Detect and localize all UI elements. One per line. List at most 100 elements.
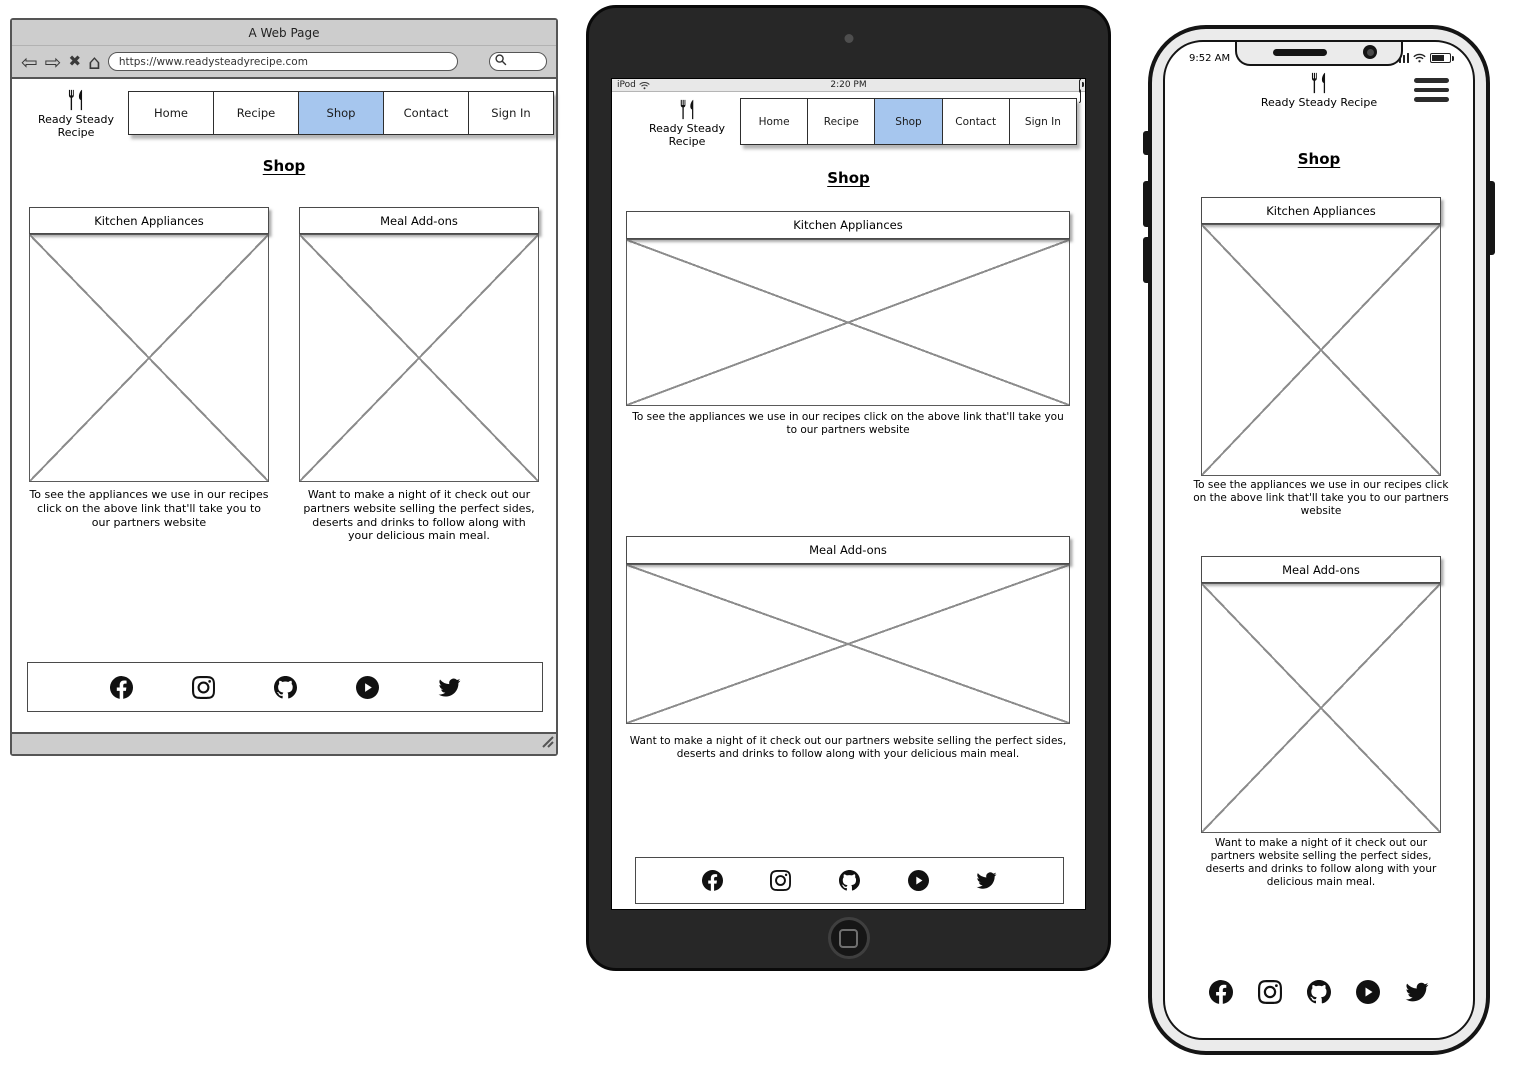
tab-signin[interactable]: Sign In: [1008, 99, 1077, 144]
battery-icon: [1430, 53, 1454, 63]
close-icon[interactable]: ✖: [68, 52, 82, 70]
appliances-caption: To see the appliances we use in our reci…: [29, 488, 269, 529]
forward-icon[interactable]: ⇨: [44, 49, 62, 74]
fork-knife-icon: [68, 89, 83, 111]
phone-volume-down-button[interactable]: [1143, 237, 1149, 283]
tab-home[interactable]: Home: [129, 92, 213, 134]
addons-title: Meal Add-ons: [380, 213, 458, 228]
tab-signin[interactable]: Sign In: [468, 92, 553, 134]
appliances-link[interactable]: Kitchen Appliances: [1201, 197, 1441, 224]
tablet-home-button[interactable]: [827, 917, 870, 959]
fork-knife-icon: [1311, 72, 1326, 94]
phone-power-button[interactable]: [1489, 181, 1495, 255]
github-icon[interactable]: [1307, 980, 1331, 1004]
tab-label: Home: [154, 106, 188, 120]
youtube-icon[interactable]: [1356, 980, 1380, 1004]
tablet-screen: iPod 2:20 PM Ready Steady Recipe Home Re…: [611, 78, 1086, 910]
appliances-caption: To see the appliances we use in our reci…: [632, 411, 1064, 437]
addons-image-placeholder[interactable]: [626, 564, 1070, 724]
brand-name: Ready Steady Recipe: [1260, 96, 1378, 109]
tablet-mockup: iPod 2:20 PM Ready Steady Recipe Home Re…: [586, 5, 1111, 971]
youtube-icon[interactable]: [907, 870, 929, 891]
phone-status-icons: [1394, 53, 1454, 63]
appliances-caption: To see the appliances we use in our reci…: [1193, 479, 1449, 518]
addons-caption: Want to make a night of it check out our…: [1205, 837, 1437, 889]
main-nav: Home Recipe Shop Contact Sign In: [128, 91, 554, 135]
addons-title: Meal Add-ons: [1282, 562, 1360, 577]
tab-shop[interactable]: Shop: [298, 92, 383, 134]
tab-label: Sign In: [491, 106, 531, 120]
appliances-link[interactable]: Kitchen Appliances: [29, 207, 269, 234]
tab-contact[interactable]: Contact: [383, 92, 468, 134]
tablet-camera-icon: [844, 34, 853, 43]
url-input[interactable]: https://www.readysteadyrecipe.com: [107, 52, 458, 71]
twitter-icon[interactable]: [976, 870, 997, 891]
appliances-image-placeholder[interactable]: [1201, 224, 1441, 476]
youtube-icon[interactable]: [355, 675, 379, 699]
desktop-page-body: Ready Steady Recipe Home Recipe Shop Con…: [12, 79, 556, 732]
github-icon[interactable]: [273, 675, 297, 699]
addons-caption: Want to make a night of it check out our…: [629, 735, 1067, 761]
appliances-link[interactable]: Kitchen Appliances: [626, 211, 1070, 239]
addons-image-placeholder[interactable]: [299, 234, 539, 482]
social-links-bar: [1209, 980, 1429, 1004]
brand-logo[interactable]: Ready Steady Recipe: [1165, 72, 1473, 109]
tab-recipe[interactable]: Recipe: [213, 92, 298, 134]
phone-volume-up-button[interactable]: [1143, 181, 1149, 227]
addons-link[interactable]: Meal Add-ons: [1201, 556, 1441, 583]
twitter-icon[interactable]: [438, 676, 461, 699]
wifi-icon: [1413, 53, 1426, 63]
addons-link[interactable]: Meal Add-ons: [626, 536, 1070, 564]
window-titlebar[interactable]: A Web Page: [12, 20, 556, 46]
instagram-icon[interactable]: [770, 870, 792, 891]
social-links-bar: [635, 857, 1064, 904]
search-input[interactable]: [489, 52, 547, 71]
twitter-icon[interactable]: [1405, 980, 1429, 1004]
phone-notch: [1235, 42, 1403, 66]
instagram-icon[interactable]: [1258, 980, 1282, 1004]
github-icon[interactable]: [838, 870, 860, 891]
brand-logo[interactable]: Ready Steady Recipe: [632, 99, 742, 148]
desktop-browser-window: A Web Page ⇦ ⇨ ✖ ⌂ https://www.readystea…: [10, 18, 558, 756]
search-icon: [494, 52, 508, 71]
addons-caption: Want to make a night of it check out our…: [303, 488, 535, 543]
tab-shop[interactable]: Shop: [874, 99, 942, 144]
facebook-icon[interactable]: [109, 675, 133, 699]
resize-grip[interactable]: [539, 733, 554, 752]
tab-label: Contact: [403, 106, 449, 120]
page-title: Shop: [262, 157, 306, 175]
main-nav: Home Recipe Shop Contact Sign In: [740, 98, 1077, 145]
addons-title: Meal Add-ons: [809, 543, 887, 557]
tablet-carrier: iPod: [617, 80, 650, 90]
phone-speaker-icon: [1273, 49, 1327, 56]
facebook-icon[interactable]: [1209, 980, 1233, 1004]
fork-knife-icon: [680, 99, 693, 120]
addons-link[interactable]: Meal Add-ons: [299, 207, 539, 234]
page-title: Shop: [827, 169, 870, 187]
page-title: Shop: [1297, 150, 1341, 168]
tab-home[interactable]: Home: [741, 99, 808, 144]
home-icon[interactable]: ⌂: [88, 49, 101, 74]
browser-toolbar: ⇦ ⇨ ✖ ⌂ https://www.readysteadyrecipe.co…: [12, 46, 556, 79]
phone-camera-icon: [1363, 45, 1377, 59]
appliances-title: Kitchen Appliances: [1266, 203, 1376, 218]
hamburger-menu-icon[interactable]: [1414, 78, 1449, 102]
appliances-image-placeholder[interactable]: [29, 234, 269, 482]
tablet-clock: 2:20 PM: [830, 80, 867, 90]
back-icon[interactable]: ⇦: [21, 49, 38, 74]
tab-recipe[interactable]: Recipe: [807, 99, 875, 144]
tablet-status-bar: iPod 2:20 PM: [612, 79, 1085, 103]
appliances-title: Kitchen Appliances: [94, 213, 204, 228]
wifi-icon: [639, 81, 650, 89]
appliances-image-placeholder[interactable]: [626, 239, 1070, 406]
tab-label: Recipe: [236, 106, 276, 120]
facebook-icon[interactable]: [701, 870, 723, 891]
tab-label: Contact: [955, 115, 997, 128]
tab-contact[interactable]: Contact: [941, 99, 1009, 144]
addons-image-placeholder[interactable]: [1201, 583, 1441, 833]
instagram-icon[interactable]: [191, 675, 215, 699]
brand-logo[interactable]: Ready Steady Recipe: [20, 89, 132, 139]
battery-icon: [1079, 79, 1081, 103]
phone-mute-switch[interactable]: [1143, 131, 1149, 155]
